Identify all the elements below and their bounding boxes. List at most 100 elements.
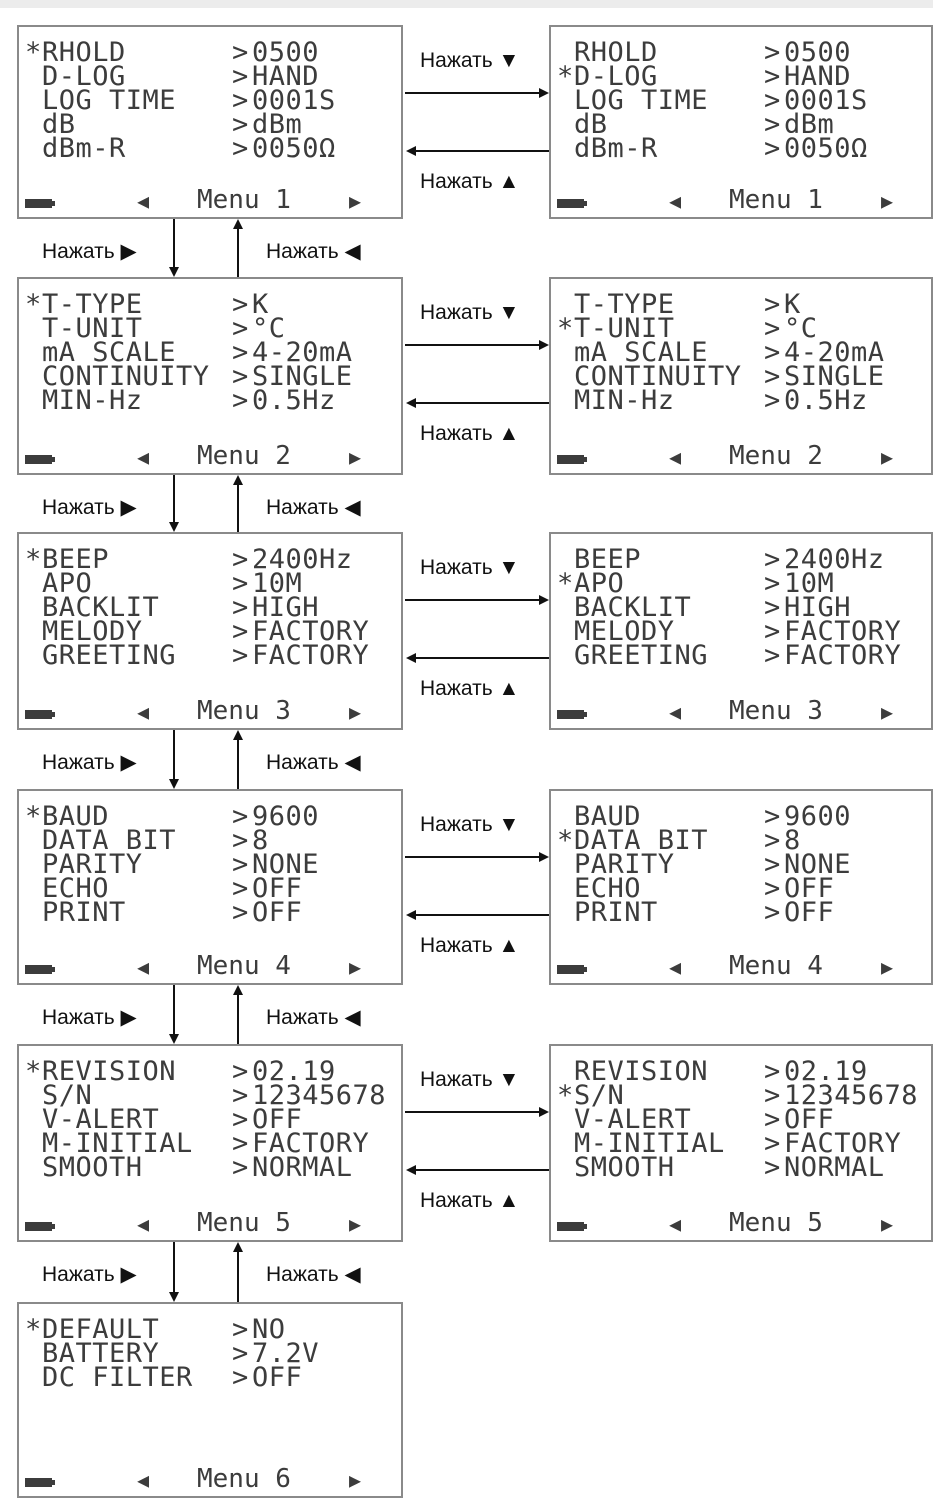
menu-row-label: APO	[42, 568, 93, 599]
menu-row-value: 02.19	[252, 1056, 336, 1087]
menu-row: dBm-R>0050Ω	[557, 135, 868, 162]
selection-marker: *	[25, 1056, 42, 1087]
menu-row-label: T-TYPE	[42, 289, 143, 320]
menu-row-value: HIGH	[784, 592, 852, 623]
menu-row-label: BEEP	[42, 544, 110, 575]
menu-row-value: 0050Ω	[252, 133, 336, 164]
value-separator: >	[232, 1128, 249, 1159]
value-separator: >	[232, 849, 249, 880]
value-separator: >	[764, 85, 781, 116]
menu-row-label: LOG TIME	[574, 85, 709, 116]
menu-row-value: 12345678	[252, 1080, 387, 1111]
left-arrow-icon: ◀	[137, 955, 150, 979]
menu-row: SMOOTH>NORMAL	[25, 1154, 353, 1181]
menu-row-label: mA SCALE	[42, 337, 177, 368]
selection-marker: *	[25, 37, 42, 68]
menu-row-label: BEEP	[574, 544, 642, 575]
battery-icon	[557, 1222, 587, 1231]
menu-row: BACKLIT>HIGH	[557, 594, 851, 621]
selection-marker: *	[25, 801, 42, 832]
battery-icon	[25, 455, 55, 464]
value-separator: >	[232, 61, 249, 92]
value-separator: >	[232, 568, 249, 599]
value-separator: >	[764, 1056, 781, 1087]
menu-row: *DEFAULT>NO	[25, 1316, 286, 1343]
menu-row: MIN-Hz>0.5Hz	[557, 387, 868, 414]
value-separator: >	[764, 289, 781, 320]
value-separator: >	[232, 825, 249, 856]
value-separator: >	[232, 1338, 249, 1369]
menu-row: M-INITIAL>FACTORY	[557, 1130, 901, 1157]
value-separator: >	[764, 801, 781, 832]
press-up-label: Нажать ▲	[420, 170, 520, 193]
menu-row-value: 8	[252, 825, 269, 856]
menu-row-value: NO	[252, 1314, 286, 1345]
menu-row: dBm-R>0050Ω	[25, 135, 336, 162]
menu-row-value: 0500	[252, 37, 320, 68]
menu-row-label: BACKLIT	[42, 592, 160, 623]
press-right-label: Нажать ▶	[42, 1006, 137, 1029]
value-separator: >	[764, 616, 781, 647]
menu-row-value: °C	[252, 313, 286, 344]
menu-row: APO>10M	[25, 570, 302, 597]
menu-row-value: 4-20mA	[784, 337, 885, 368]
menu-row-value: NONE	[252, 849, 320, 880]
left-arrow-icon: ◀	[669, 189, 682, 213]
value-separator: >	[232, 37, 249, 68]
menu-row: MIN-Hz>0.5Hz	[25, 387, 336, 414]
menu-row-label: PARITY	[574, 849, 675, 880]
menu-title: Menu 4	[729, 951, 823, 981]
menu-row-label: M-INITIAL	[574, 1128, 725, 1159]
menu-row-value: 12345678	[784, 1080, 919, 1111]
menu-title: Menu 2	[729, 441, 823, 471]
menu-row: LOG TIME >0001S	[557, 87, 868, 114]
menu-row-label: SMOOTH	[574, 1152, 675, 1183]
menu-row-value: OFF	[252, 1362, 303, 1393]
right-arrow-icon: ▶	[349, 189, 362, 213]
menu-row-label: T-UNIT	[574, 313, 675, 344]
menu-row-label: SMOOTH	[42, 1152, 143, 1183]
menu-row-value: 0001S	[784, 85, 868, 116]
menu-row-label: dB	[42, 109, 76, 140]
screen-footer: ◀Menu 5▶	[19, 1208, 401, 1238]
battery-icon	[25, 710, 55, 719]
press-down-label: Нажать ▼	[420, 49, 520, 72]
menu-row: D-LOG >HAND	[25, 63, 319, 90]
menu-row-value: HAND	[252, 61, 320, 92]
value-separator: >	[764, 61, 781, 92]
press-down-label: Нажать ▼	[420, 813, 520, 836]
menu-row-label: BATTERY	[42, 1338, 160, 1369]
menu-row: MELODY>FACTORY	[557, 618, 901, 645]
right-arrow-icon: ▶	[881, 955, 894, 979]
menu-row-value: FACTORY	[252, 1128, 370, 1159]
menu-row-label: dBm-R	[42, 133, 126, 164]
battery-icon	[557, 965, 587, 974]
left-arrow-icon: ◀	[137, 700, 150, 724]
battery-icon	[25, 199, 55, 208]
menu-row-value: 2400Hz	[252, 544, 353, 575]
menu-row-label: V-ALERT	[574, 1104, 692, 1135]
menu-row-value: FACTORY	[252, 616, 370, 647]
menu-row-value: 0500	[784, 37, 852, 68]
menu-row: *REVISION>02.19	[25, 1058, 336, 1085]
value-separator: >	[232, 109, 249, 140]
menu-title: Menu 3	[197, 696, 291, 726]
menu-row-label: APO	[574, 568, 625, 599]
press-down-label: Нажать ▼	[420, 301, 520, 324]
menu-row: *APO>10M	[557, 570, 834, 597]
menu-row: CONTINUITY>SINGLE	[557, 363, 885, 390]
menu-title: Menu 1	[197, 185, 291, 215]
menu-row-label: D-LOG	[42, 61, 126, 92]
menu-row-label: M-INITIAL	[42, 1128, 193, 1159]
value-separator: >	[764, 544, 781, 575]
menu-row-label: MIN-Hz	[574, 385, 675, 416]
selection-marker: *	[557, 313, 574, 344]
right-arrow-icon: ▶	[349, 1468, 362, 1492]
press-down-label: Нажать ▼	[420, 556, 520, 579]
menu-row-label: DEFAULT	[42, 1314, 160, 1345]
menu-row-value: 0.5Hz	[784, 385, 868, 416]
right-arrow-icon: ▶	[349, 1212, 362, 1236]
value-separator: >	[232, 1104, 249, 1135]
